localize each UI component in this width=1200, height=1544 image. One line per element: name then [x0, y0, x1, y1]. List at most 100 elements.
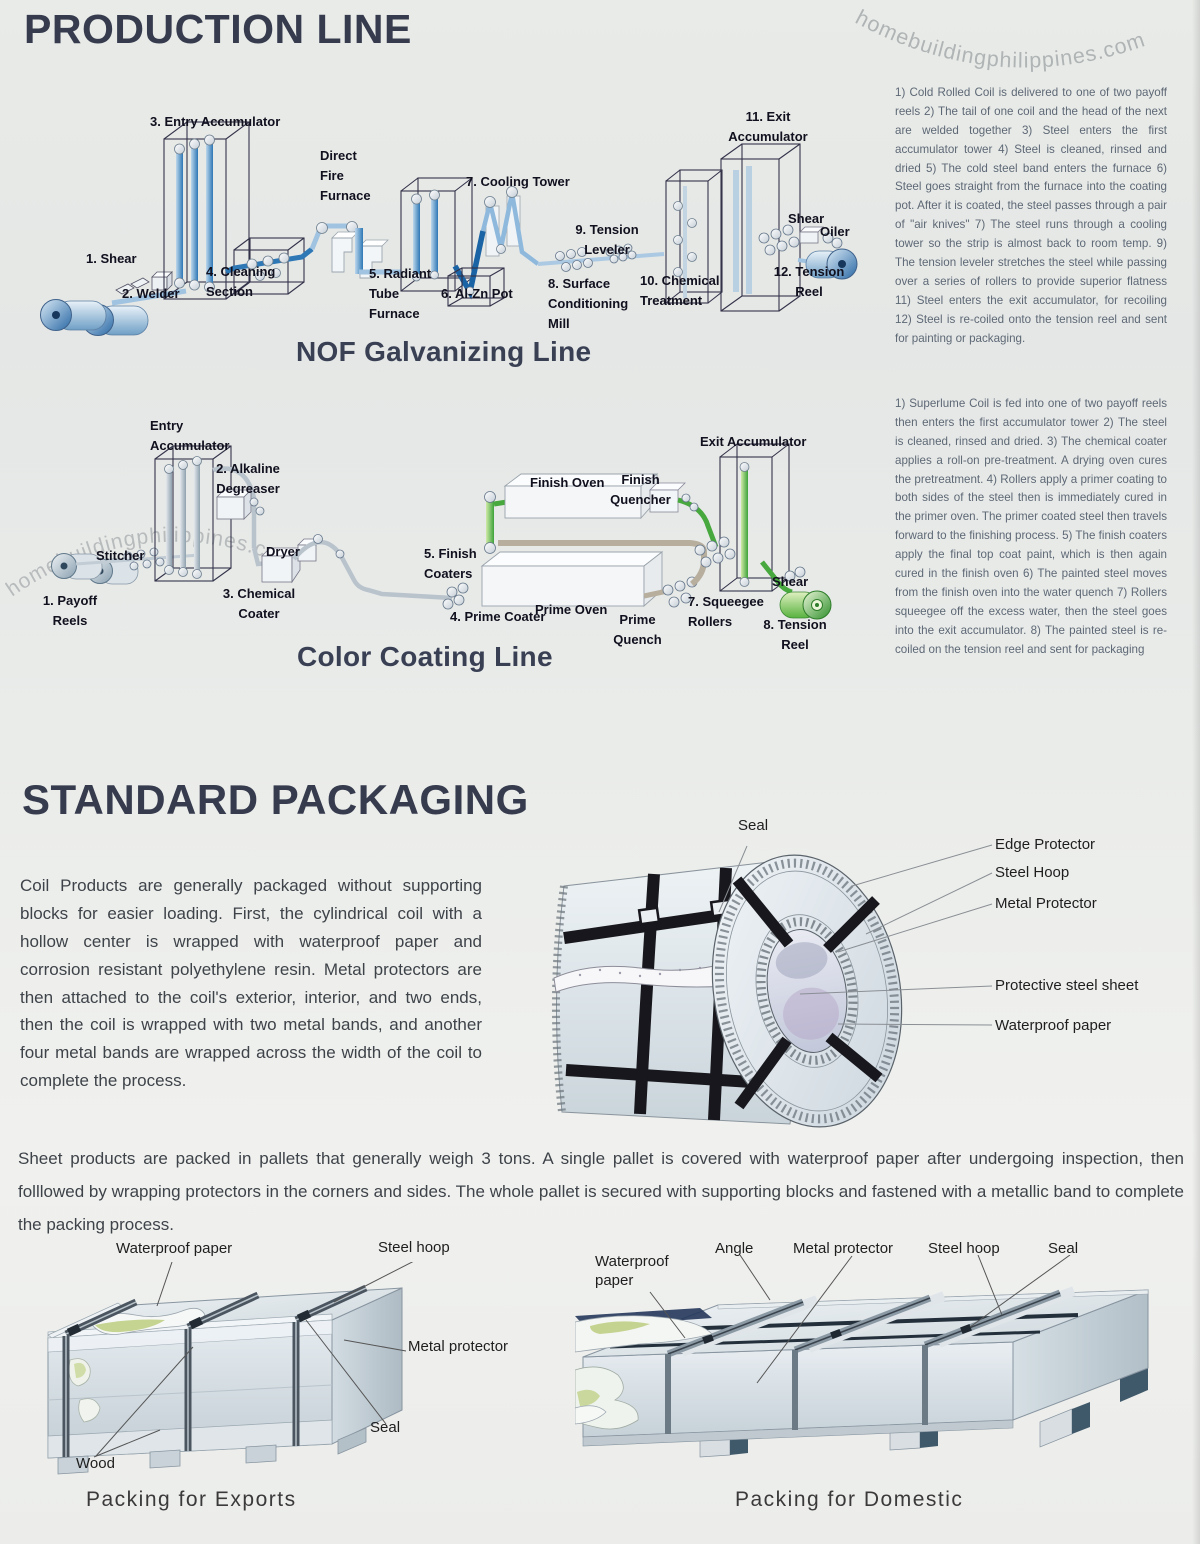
coil-label-metal-protector: Metal Protector	[995, 895, 1097, 912]
domestic-label-waterproof-paper: Waterproof paper	[595, 1253, 669, 1289]
cc-alkaline-degreaser	[212, 466, 265, 548]
cc-label-shear: Shear	[772, 574, 809, 589]
cc-label-stitcher: Stitcher	[96, 548, 145, 563]
coil-packaging-diagram	[551, 844, 993, 1128]
cc-entry-accumulator	[154, 445, 232, 582]
nof-entry-accumulator	[163, 121, 250, 300]
nof-chemical-treatment	[665, 169, 723, 304]
exports-caption: Packing for Exports	[86, 1488, 297, 1511]
cc-label-squeegee-rollers: 7. Squeegee Rollers	[688, 594, 764, 630]
domestic-label-steel-hoop: Steel hoop	[928, 1240, 1000, 1257]
cc-label-finish-quencher: Finish Quencher	[610, 472, 671, 508]
cc-label-entry-accumulator: Entry Accumulator	[150, 418, 230, 454]
cc-stitcher-rollers	[123, 547, 165, 571]
nof-al-zn-pot	[447, 230, 505, 307]
nof-galvanizing-diagram	[40, 121, 858, 336]
nof-caption: NOF Galvanizing Line	[296, 336, 592, 367]
nof-label-entry-accumulator: 3. Entry Accumulator	[150, 114, 281, 129]
cc-label-prime-oven: Prime Oven	[535, 602, 608, 617]
cc-finish-quencher	[649, 482, 719, 548]
nof-label-shear: 1. Shear	[86, 251, 137, 266]
nof-label-shear2: Shear	[788, 211, 825, 226]
nof-label-direct-fire-furnace: Direct Fire Furnace	[320, 148, 371, 204]
exports-leader-lines	[93, 1262, 414, 1458]
coil-label-seal: Seal	[738, 817, 769, 834]
watermark-text: homebuildingphilippines.com	[852, 5, 1148, 72]
exports-label-metal-protector: Metal protector	[408, 1338, 509, 1355]
cc-label-alkaline-degreaser: 2. Alkaline Degreaser	[216, 461, 280, 497]
coil-label-steel-hoop: Steel Hoop	[995, 864, 1070, 881]
nof-label-exit-accumulator: 11. Exit Accumulator	[728, 109, 808, 145]
coil-label-edge-protector: Edge Protector	[995, 836, 1096, 853]
nof-cooling-tower	[480, 186, 540, 266]
exports-pallet-diagram	[47, 1262, 414, 1475]
cc-label-exit-accumulator: Exit Accumulator	[700, 434, 807, 449]
nof-label-welder: 2. Welder	[122, 286, 180, 301]
pallet-strap-seals	[66, 1309, 312, 1337]
pallet-waterproof-paper-tear	[68, 1307, 206, 1423]
nof-label-tension-leveler: 9. Tension Leveler	[575, 222, 639, 258]
cc-label-prime-coater: 4. Prime Coater	[450, 609, 546, 624]
nof-label-cleaning-section: 4. Cleaning Section	[206, 264, 276, 300]
nof-surface-conditioning-mill	[555, 247, 593, 272]
domestic-label-metal-protector: Metal protector	[793, 1240, 894, 1257]
color-coating-caption: Color Coating Line	[297, 641, 553, 672]
nof-welder	[151, 271, 173, 291]
domestic-caption: Packing for Domestic	[735, 1488, 964, 1511]
cc-label-finish-oven: Finish Oven	[530, 475, 605, 490]
page-title-standard-packaging: STANDARD PACKAGING	[22, 776, 529, 823]
cc-label-payoff-reels: 1. Payoff Reels	[42, 593, 98, 629]
nof-cleaning-section	[224, 237, 314, 295]
pallet-strap-seals	[702, 1323, 972, 1345]
exports-label-seal: Seal	[370, 1419, 401, 1436]
nof-label-chemical-treatment: 10. Chemical Treatment	[640, 273, 720, 309]
cc-finish-coaters	[484, 491, 508, 554]
nof-label-oiler: Oiler	[820, 224, 850, 239]
sheet-packaging-paragraph: Sheet products are packed in pallets tha…	[18, 1149, 1184, 1234]
nof-label-cooling-tower: 7. Cooling Tower	[466, 174, 570, 189]
nof-shear	[115, 277, 150, 295]
cc-prime-coater	[442, 582, 469, 610]
domestic-label-seal: Seal	[1048, 1240, 1079, 1257]
watermark-top: homebuildingphilippines.com	[852, 5, 1149, 72]
cc-payoff-reels	[51, 553, 139, 585]
color-coating-diagram	[51, 443, 832, 620]
domestic-pallet-diagram	[575, 1255, 1149, 1458]
nof-radiant-tube-furnace	[400, 177, 473, 292]
nof-label-surface-conditioning-mill: 8. Surface Conditioning Mill	[548, 276, 629, 332]
nof-label-tension-reel: 12. Tension Reel	[773, 264, 845, 300]
pallet-cross-straps	[665, 1289, 1062, 1434]
nof-description: 1) Cold Rolled Coil is delivered to one …	[895, 86, 1167, 345]
domestic-waterproof-paper-fold	[575, 1308, 713, 1430]
nof-exit-accumulator	[720, 143, 801, 312]
exports-label-wood: Wood	[76, 1455, 115, 1472]
cc-chemical-coater-dryer	[251, 534, 453, 601]
coil-leader-lines	[718, 844, 993, 1026]
svg-text:homebuildingphilippines.com: homebuildingphilippines.com	[852, 5, 1149, 72]
nof-label-radiant-tube-furnace: 5. Radiant Tube Furnace	[369, 266, 432, 322]
page-title-production-line: PRODUCTION LINE	[24, 6, 412, 52]
cc-label-chemical-coater: 3. Chemical Coater	[222, 586, 296, 622]
exports-label-waterproof-paper: Waterproof paper	[116, 1240, 233, 1257]
nof-run-strip	[537, 252, 665, 266]
nof-shear-oiler	[799, 226, 843, 249]
cc-label-tension-reel: 8. Tension Reel	[763, 617, 827, 653]
color-coating-description: 1) Superlume Coil is fed into one of two…	[895, 397, 1167, 656]
exports-label-steel-hoop: Steel hoop	[378, 1239, 450, 1256]
coil-left-edge-protector	[551, 885, 568, 1113]
cc-finish-oven	[503, 473, 659, 520]
cc-label-dryer: Dryer	[266, 544, 300, 559]
pallet-straps	[62, 1284, 368, 1457]
coil-packaging-paragraph: Coil Products are generally packaged wit…	[20, 876, 482, 1091]
cc-entry-strip	[75, 553, 201, 566]
cc-squeegee-rollers	[694, 536, 736, 568]
cc-prime-oven	[480, 551, 664, 608]
coil-face-straps	[732, 876, 883, 1110]
domestic-leader-lines	[649, 1255, 1071, 1384]
domestic-label-angle: Angle	[715, 1240, 754, 1257]
nof-tension-leveler	[605, 243, 637, 264]
coil-label-waterproof-paper: Waterproof paper	[995, 1017, 1112, 1034]
nof-payoff-coils	[40, 299, 149, 336]
cc-exit-accumulator	[719, 443, 790, 592]
